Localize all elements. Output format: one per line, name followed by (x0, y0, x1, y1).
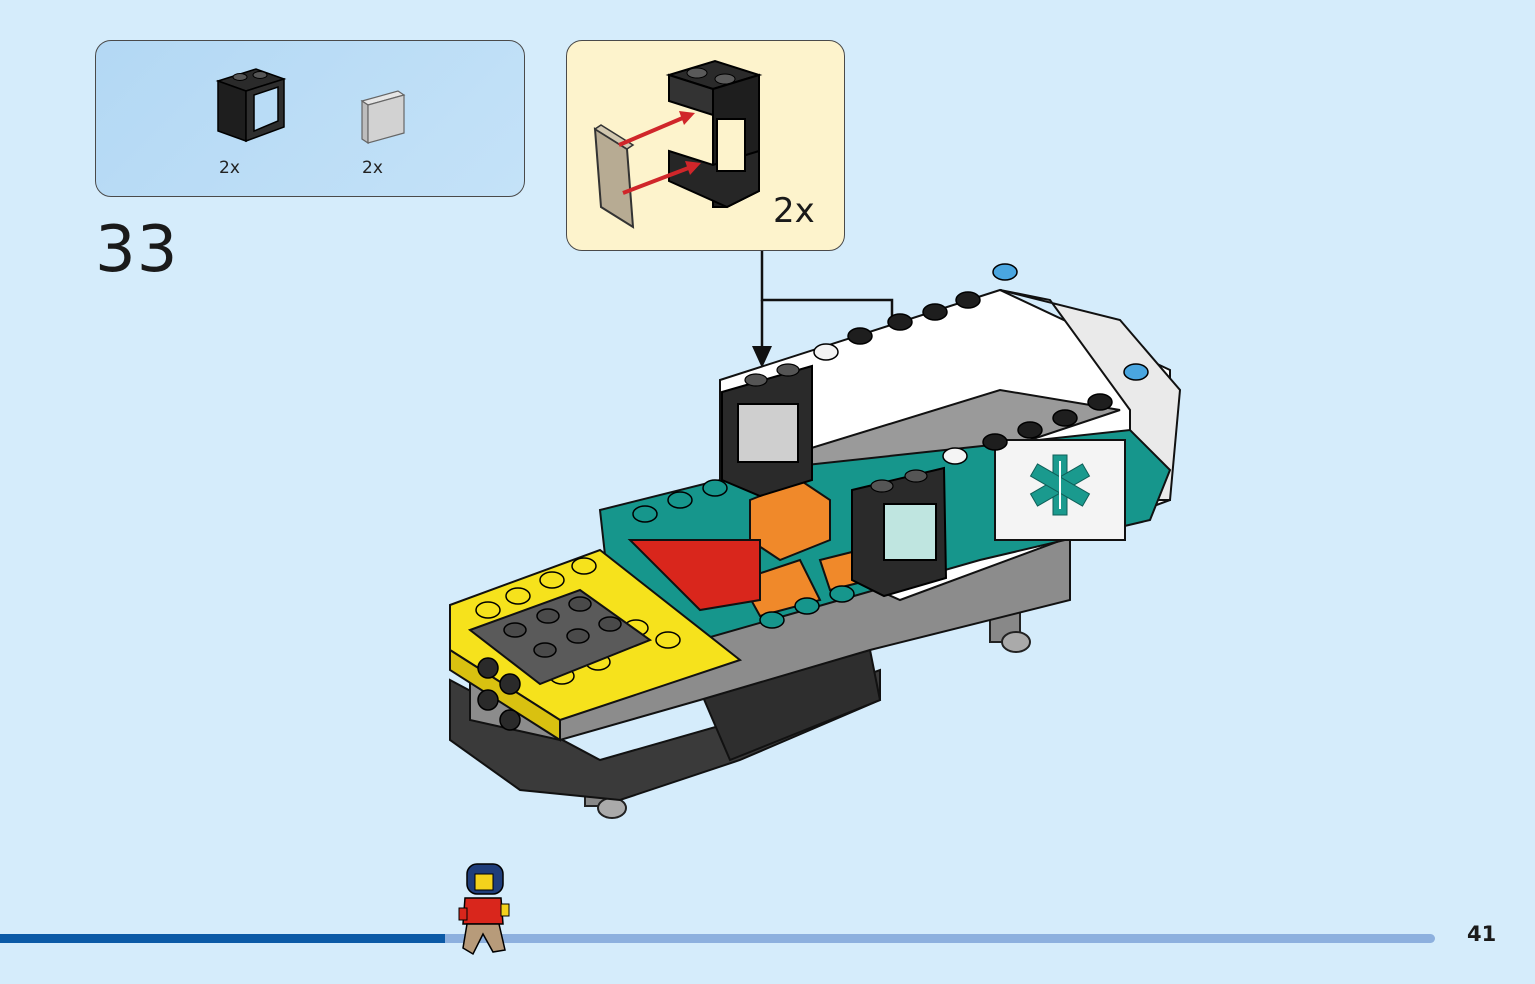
sub-assembly-box: 2x (566, 40, 845, 251)
progress-bar (0, 934, 1435, 943)
minifigure-runner-icon (458, 863, 510, 956)
sub-assembly-diagram (593, 59, 763, 229)
star-of-life-icon (1029, 454, 1091, 516)
window-glass-part-icon (360, 90, 406, 145)
part-qty-glass: 2x (362, 158, 383, 178)
parts-list-box: 2x 2x (95, 40, 525, 197)
page-number: 41 (1467, 922, 1497, 946)
window-frame-part-icon (215, 68, 287, 143)
step-number: 33 (95, 213, 179, 287)
progress-fill (0, 934, 445, 943)
part-qty-frame: 2x (219, 158, 240, 178)
sub-assembly-qty: 2x (773, 191, 815, 231)
